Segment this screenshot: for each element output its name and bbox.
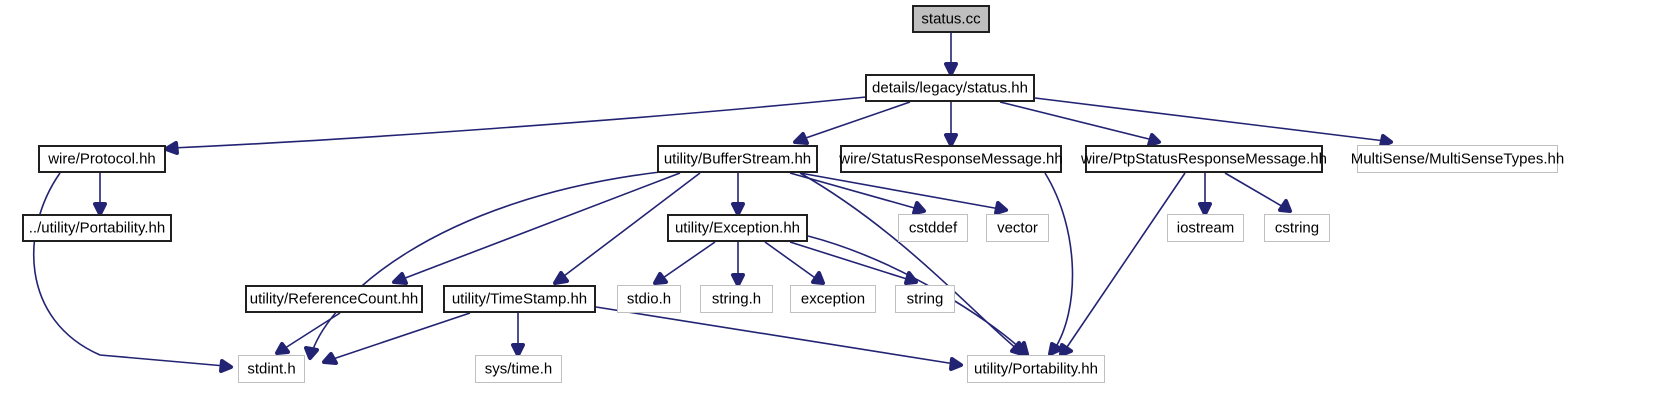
graph-node-sys_time_h[interactable]: sys/time.h (475, 355, 562, 383)
graph-edge-buffer_stream-to-cstddef (789, 172, 919, 210)
graph-arrowhead-exception_hh-to-utility_portability (1015, 341, 1029, 356)
graph-node-label: vector (997, 219, 1038, 236)
graph-edge-ptp_status_msg-to-cstring (1224, 172, 1286, 209)
graph-node-label: iostream (1176, 219, 1235, 236)
graph-node-label: string.h (711, 290, 762, 307)
graph-arrowhead-ptp_status_msg-to-cstring (1278, 199, 1292, 213)
graph-node-label: exception (800, 290, 866, 307)
graph-edge-legacy_status_hh-to-multisense_types (1034, 97, 1386, 142)
graph-node-label: ../utility/Portability.hh (28, 219, 166, 236)
graph-node-wire_protocol[interactable]: wire/Protocol.hh (38, 145, 166, 173)
graph-node-stdint_h[interactable]: stdint.h (238, 355, 305, 383)
graph-node-time_stamp[interactable]: utility/TimeStamp.hh (443, 285, 596, 313)
graph-arrowhead-buffer_stream-to-exception_hh (731, 202, 745, 216)
graph-node-label: wire/StatusResponseMessage.hh (839, 150, 1063, 167)
graph-arrowhead-time_stamp-to-sys_time_h (511, 343, 525, 357)
graph-arrowhead-legacy_status_hh-to-ptp_status_msg (1147, 133, 1161, 147)
graph-node-label: utility/TimeStamp.hh (451, 290, 588, 307)
graph-node-exception_std[interactable]: exception (790, 285, 876, 313)
graph-edge-time_stamp-to-stdint_h (329, 312, 471, 361)
graph-edge-ptp_status_msg-to-utility_portability (1064, 172, 1186, 351)
graph-node-legacy_status_hh[interactable]: details/legacy/status.hh (865, 74, 1035, 102)
graph-edge-exception_hh-to-stdio_h (659, 241, 716, 281)
graph-edge-exception_hh-to-exception_std (764, 241, 819, 281)
graph-arrowhead-wire_protocol-to-stdint_h (219, 359, 233, 373)
graph-node-label: string (906, 290, 944, 307)
graph-arrowhead-legacy_status_hh-to-buffer_stream (793, 132, 809, 145)
graph-node-utility_portability[interactable]: utility/Portability.hh (967, 355, 1105, 383)
graph-node-cstring[interactable]: cstring (1264, 214, 1330, 242)
graph-edge-wire_protocol-to-stdint_h (33, 172, 226, 367)
graph-node-rel_portability[interactable]: ../utility/Portability.hh (22, 214, 172, 242)
graph-node-label: status.cc (921, 10, 981, 27)
graph-edge-legacy_status_hh-to-buffer_stream (799, 101, 911, 141)
graph-node-stdio_h[interactable]: stdio.h (617, 285, 681, 313)
graph-node-label: utility/Portability.hh (974, 360, 1098, 377)
graph-node-vector[interactable]: vector (986, 214, 1049, 242)
graph-arrowhead-legacy_status_hh-to-wire_protocol (164, 141, 179, 155)
graph-node-string_h[interactable]: string.h (700, 285, 773, 313)
graph-arrowhead-status_cc-to-legacy_status_hh (944, 62, 958, 76)
graph-node-label: wire/PtpStatusResponseMessage.hh (1081, 150, 1327, 167)
graph-node-reference_count[interactable]: utility/ReferenceCount.hh (245, 285, 423, 313)
graph-node-label: stdint.h (247, 360, 296, 377)
graph-node-label: details/legacy/status.hh (872, 79, 1028, 96)
graph-edge-buffer_stream-to-vector (799, 172, 1001, 210)
graph-arrowhead-status_resp_msg-to-utility_portability (1048, 342, 1063, 356)
graph-arrowhead-exception_hh-to-string_h (731, 273, 745, 287)
graph-node-string_std[interactable]: string (895, 285, 955, 313)
graph-arrowhead-buffer_stream-to-reference_count (392, 272, 408, 285)
graph-edge-time_stamp-to-utility_portability (595, 306, 956, 365)
graph-arrowhead-buffer_stream-to-vector (994, 201, 1008, 215)
graph-edge-buffer_stream-to-stdint_h (311, 171, 661, 353)
graph-node-label: cstddef (908, 219, 958, 236)
graph-edge-buffer_stream-to-utility_portability (799, 172, 1019, 351)
graph-arrowhead-ptp_status_msg-to-utility_portability (1059, 343, 1073, 357)
graph-node-label: utility/ReferenceCount.hh (249, 290, 419, 307)
graph-arrowhead-exception_hh-to-string_std (904, 271, 918, 285)
graph-node-label: cstring (1274, 219, 1320, 236)
graph-node-exception_hh[interactable]: utility/Exception.hh (667, 214, 808, 242)
graph-arrowhead-time_stamp-to-utility_portability (949, 357, 963, 371)
graph-node-label: utility/Exception.hh (674, 219, 801, 236)
graph-node-label: stdio.h (626, 290, 672, 307)
graph-node-iostream[interactable]: iostream (1167, 214, 1244, 242)
graph-edge-legacy_status_hh-to-wire_protocol (171, 96, 867, 149)
graph-edge-exception_hh-to-string_std (789, 241, 911, 281)
graph-node-label: wire/Protocol.hh (48, 150, 156, 167)
graph-node-status_cc[interactable]: status.cc (912, 5, 990, 33)
graph-edge-reference_count-to-stdint_h (281, 312, 341, 351)
graph-arrowhead-buffer_stream-to-time_stamp (553, 271, 569, 285)
graph-node-multisense_types[interactable]: MultiSense/MultiSenseTypes.hh (1351, 145, 1564, 173)
graph-node-buffer_stream[interactable]: utility/BufferStream.hh (657, 145, 818, 173)
graph-arrowhead-buffer_stream-to-stdint_h (304, 346, 319, 360)
graph-arrowhead-ptp_status_msg-to-iostream (1198, 202, 1212, 216)
graph-arrowhead-wire_protocol-to-rel_portability (93, 202, 107, 216)
graph-arrowhead-legacy_status_hh-to-status_resp_msg (944, 133, 958, 147)
graph-node-label: utility/BufferStream.hh (663, 150, 812, 167)
graph-arrowhead-exception_hh-to-exception_std (811, 271, 825, 285)
graph-node-label: sys/time.h (484, 360, 553, 377)
graph-arrowhead-time_stamp-to-stdint_h (322, 352, 338, 365)
graph-node-ptp_status_msg[interactable]: wire/PtpStatusResponseMessage.hh (1081, 145, 1327, 173)
graph-edge-buffer_stream-to-reference_count (399, 172, 681, 281)
graph-node-status_resp_msg[interactable]: wire/StatusResponseMessage.hh (839, 145, 1063, 173)
graph-arrowhead-exception_hh-to-stdio_h (653, 272, 668, 285)
graph-arrowhead-buffer_stream-to-cstddef (912, 201, 926, 215)
graph-edge-status_resp_msg-to-utility_portability (1044, 172, 1074, 351)
graph-edge-legacy_status_hh-to-ptp_status_msg (999, 101, 1154, 141)
graph-arrowhead-buffer_stream-to-utility_portability (1010, 341, 1024, 356)
graph-arrowhead-reference_count-to-stdint_h (275, 342, 290, 355)
graph-node-cstddef[interactable]: cstddef (898, 214, 968, 242)
graph-node-label: MultiSense/MultiSenseTypes.hh (1350, 150, 1565, 167)
